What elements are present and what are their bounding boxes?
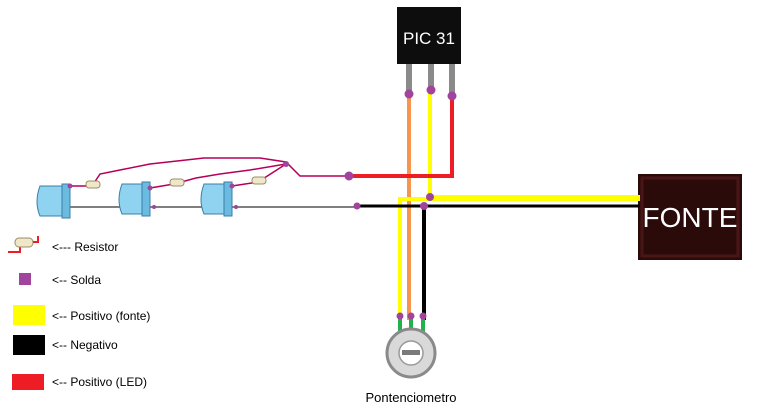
pic-label: PIC 31 — [403, 29, 455, 48]
resistor-3 — [251, 176, 267, 185]
legend-item-resistor: <--- Resistor — [8, 236, 118, 254]
solder-point — [152, 205, 156, 209]
solder-point — [234, 205, 238, 209]
potentiometer-knob-slot — [402, 350, 420, 355]
solder-point — [229, 183, 235, 189]
positive-led-wire — [347, 94, 454, 178]
solder-point — [353, 202, 361, 210]
solder-point — [396, 312, 404, 320]
solder-point — [283, 161, 289, 167]
resistors — [85, 176, 267, 189]
legend: <--- Resistor <-- Solda <-- Positivo (fo… — [8, 236, 150, 390]
pic-chip: PIC 31 — [397, 7, 461, 94]
solder-point — [419, 312, 427, 320]
legend-item-negative: <-- Negativo — [13, 335, 118, 355]
legend-item-solder: <-- Solda — [19, 273, 101, 287]
legend-label: <-- Positivo (LED) — [52, 375, 147, 389]
led-3 — [200, 181, 233, 217]
fonte-label: FONTE — [643, 202, 738, 233]
solder-points — [67, 85, 457, 320]
legend-label: <-- Negativo — [52, 338, 118, 352]
resistor-1 — [85, 180, 101, 189]
resistor-2 — [169, 178, 185, 187]
led-1 — [36, 183, 71, 219]
fonte-body — [638, 174, 742, 260]
solder-point — [447, 91, 457, 101]
led-2 — [118, 181, 151, 217]
pic-body — [397, 7, 461, 64]
leds — [36, 181, 233, 219]
wires — [67, 88, 640, 332]
solder-point — [344, 171, 354, 181]
legend-item-positive-source: <-- Positivo (fonte) — [13, 305, 150, 325]
legend-item-positive-led: <-- Positivo (LED) — [12, 374, 147, 390]
positive-source-pot-wire — [398, 197, 640, 320]
potentiometer-label: Pontenciometro — [365, 390, 456, 405]
pic-pin-2 — [428, 64, 434, 90]
legend-label: <--- Resistor — [52, 240, 118, 254]
positive-source-wire — [428, 88, 640, 199]
solder-point — [67, 183, 73, 189]
solder-point — [404, 89, 414, 99]
solder-point — [426, 85, 436, 95]
legend-label: <-- Positivo (fonte) — [52, 309, 150, 323]
potentiometer: Pontenciometro — [365, 327, 457, 405]
pic-pin-3 — [449, 64, 455, 94]
pic-pin-1 — [406, 64, 412, 94]
legend-label: <-- Solda — [52, 273, 101, 287]
led-jumper-wire — [69, 157, 350, 187]
solder-point — [147, 185, 153, 191]
solder-point — [407, 312, 415, 320]
solder-point — [426, 193, 434, 201]
power-source: FONTE — [638, 174, 742, 260]
solder-point — [420, 202, 428, 210]
